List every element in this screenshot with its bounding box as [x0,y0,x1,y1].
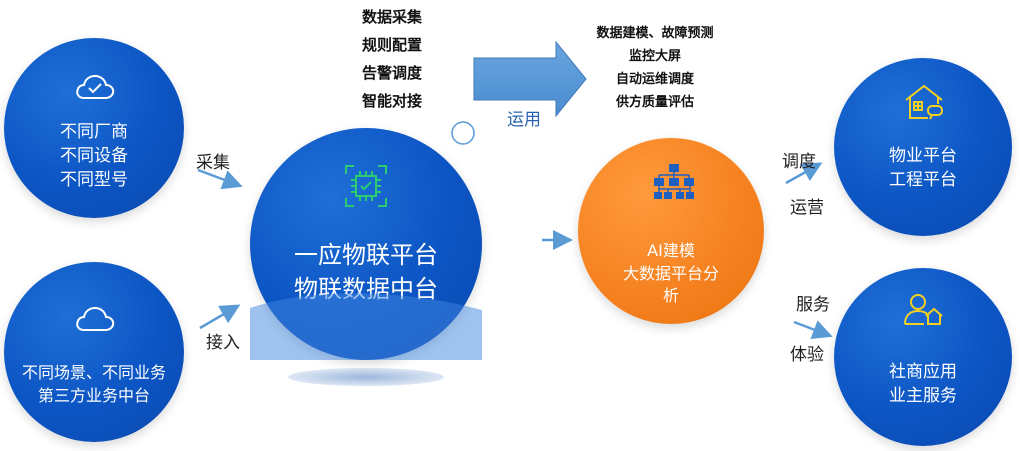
arrow-access [199,304,241,330]
label-operate: 运营 [790,198,824,218]
label-experience: 体验 [790,345,824,365]
owner-service-line-1: 社商应用 [889,362,957,382]
label-dispatch: 调度 [782,152,816,172]
capability-list: 数据采集 规则配置 告警调度 智能对接 [362,6,422,118]
source-business-line-1: 不同场景、不同业务 [21,363,166,382]
label-access: 接入 [206,333,240,353]
small-bubble [451,121,475,145]
application-item: 供方质量评估 [615,95,694,110]
cloud-icon [76,306,115,331]
property-platform-circle: 物业平台 工程平台 [834,58,1012,236]
hierarchy-icon [654,164,694,199]
source-devices-line-3: 不同型号 [60,170,128,191]
ai-circle-line-3: 析 [662,286,679,306]
source-business-circle: 不同场景、不同业务 第三方业务中台 [4,262,184,442]
label-service: 服务 [796,295,830,315]
source-devices-line-1: 不同厂商 [60,122,128,142]
property-platform-line-1: 物业平台 [889,146,957,166]
ai-circle-line-2: 大数据平台分 [622,263,719,283]
source-devices-line-2: 不同设备 [60,146,128,167]
source-business-line-2: 第三方业务中台 [37,385,150,405]
source-devices-circle: 不同厂商 不同设备 不同型号 [4,38,184,218]
platform-wave [250,293,482,360]
arrow-collect [197,168,243,190]
iot-platform-line-1: 一应物联平台 [294,241,438,269]
application-list: 数据建模、故障预测 监控大屏 自动运维调度 供方质量评估 [590,22,720,114]
owner-service-line-2: 业主服务 [889,386,957,407]
house-icon [905,84,943,120]
capability-item: 告警调度 [362,64,423,82]
cloud-check-icon [76,74,115,99]
ai-bigdata-circle: AI建模 大数据平台分 析 [578,138,764,324]
application-item: 数据建模、故障预测 [596,26,714,41]
application-item: 自动运维调度 [615,72,694,87]
owner-service-circle: 社商应用 业主服务 [834,268,1012,446]
ai-circle-line-1: AI建模 [647,241,695,260]
capability-item: 规则配置 [362,36,423,54]
iot-platform-circle: 一应物联平台 物联数据中台 [250,128,482,360]
property-platform-line-2: 工程平台 [889,170,957,191]
arrow-dispatch [785,162,823,185]
person-house-icon [904,294,943,325]
chip-icon [345,165,387,207]
application-item: 监控大屏 [628,49,681,64]
platform-shadow [288,368,444,386]
arrow-service [793,320,833,339]
label-apply: 运用 [507,110,541,130]
big-arrow [473,40,587,118]
capability-item: 智能对接 [362,92,423,110]
capability-item: 数据采集 [362,8,423,26]
label-collect: 采集 [196,153,230,173]
